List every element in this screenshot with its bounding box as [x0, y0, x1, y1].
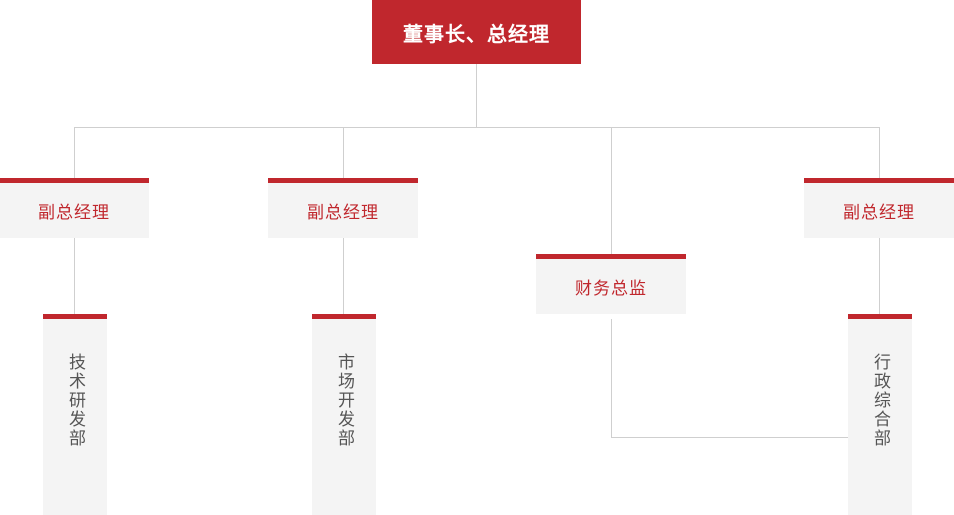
node-deputy-general-manager-3[interactable]: 副总经理 — [804, 178, 954, 238]
node-deputy-general-manager-2[interactable]: 副总经理 — [268, 178, 418, 238]
node-label: 财务总监 — [575, 279, 647, 298]
node-deputy-general-manager-1[interactable]: 副总经理 — [0, 178, 149, 238]
connector-drop-cfo — [611, 127, 612, 254]
connector-drop-exec-4 — [879, 127, 880, 178]
node-label: 副总经理 — [38, 203, 110, 222]
node-department-market-development[interactable]: 市场开发部 — [312, 314, 376, 515]
node-label: 副总经理 — [307, 203, 379, 222]
node-chairman-general-manager[interactable]: 董事长、总经理 — [372, 0, 581, 64]
node-finance-director[interactable]: 财务总监 — [536, 254, 686, 314]
connector-exec1-to-dept1 — [74, 238, 75, 315]
node-department-technology-rnd[interactable]: 技术研发部 — [43, 314, 107, 515]
connector-root-stem — [476, 64, 477, 127]
node-department-administration[interactable]: 行政综合部 — [848, 314, 912, 515]
connector-drop-exec-1 — [74, 127, 75, 178]
connector-distribution-bar — [74, 127, 880, 128]
node-label: 行政综合部 — [871, 353, 891, 448]
node-label: 董事长、总经理 — [403, 23, 550, 46]
node-label: 副总经理 — [843, 203, 915, 222]
connector-drop-exec-2 — [343, 127, 344, 178]
connector-exec4-to-dept3 — [879, 238, 880, 315]
node-label: 技术研发部 — [66, 353, 86, 448]
connector-cfo-stem-down — [611, 319, 612, 438]
connector-exec2-to-dept2 — [343, 238, 344, 315]
connector-cfo-to-admin — [611, 437, 850, 438]
node-label: 市场开发部 — [335, 353, 355, 448]
